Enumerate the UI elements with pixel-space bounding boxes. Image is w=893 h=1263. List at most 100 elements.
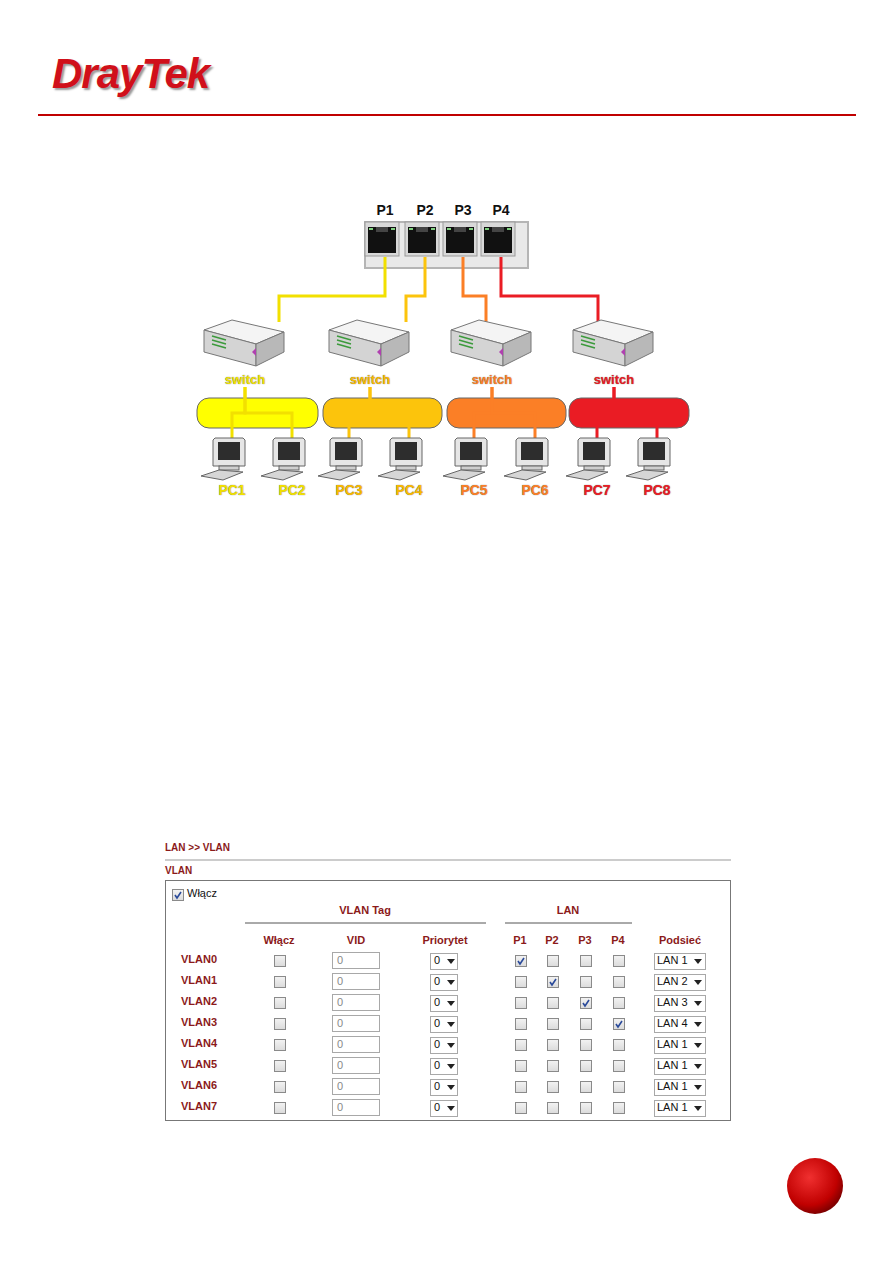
checkbox bbox=[580, 1060, 592, 1072]
pc-base bbox=[644, 466, 664, 470]
pc-icon bbox=[316, 436, 376, 482]
switch-ports bbox=[581, 336, 595, 348]
switch-side bbox=[256, 332, 284, 366]
checkbox bbox=[274, 1018, 286, 1030]
row-label: VLAN1 bbox=[181, 974, 217, 986]
column-header: VID bbox=[347, 934, 365, 946]
priority-value: 0 bbox=[434, 996, 440, 1008]
checkbox bbox=[515, 1018, 527, 1030]
arrow bbox=[447, 959, 455, 964]
ethernet-port bbox=[480, 221, 516, 257]
arrow bbox=[694, 1022, 702, 1027]
switch-node: switch bbox=[443, 316, 541, 387]
dropdown-arrow bbox=[694, 1022, 702, 1028]
tick bbox=[616, 1021, 622, 1027]
pc-monitor bbox=[578, 438, 610, 466]
priority-value: 0 bbox=[434, 954, 440, 966]
pc-label: PC3 bbox=[316, 482, 382, 498]
pc-label: PC2 bbox=[259, 482, 325, 498]
port-clip bbox=[492, 227, 504, 232]
column-header: P1 bbox=[513, 934, 526, 946]
dropdown-arrow bbox=[694, 980, 702, 986]
vid-value: 0 bbox=[337, 1101, 343, 1113]
checkbox bbox=[613, 976, 625, 988]
checkbox bbox=[515, 976, 527, 988]
port-frame bbox=[481, 222, 515, 256]
checkbox bbox=[613, 1102, 625, 1114]
tick bbox=[518, 958, 524, 964]
port-jack bbox=[368, 227, 396, 253]
row-label: VLAN3 bbox=[181, 1016, 217, 1028]
port-label: P3 bbox=[442, 201, 484, 219]
checkbox bbox=[547, 955, 559, 967]
switch-icon bbox=[321, 316, 413, 372]
ethernet-port bbox=[442, 221, 478, 257]
check-mark bbox=[548, 977, 558, 987]
port-led bbox=[431, 228, 435, 230]
pc-screen bbox=[521, 442, 543, 460]
switch-led bbox=[499, 348, 503, 356]
network-cable bbox=[232, 387, 245, 438]
arrow bbox=[694, 1043, 702, 1048]
pc-icon bbox=[502, 436, 562, 482]
priority-value: 0 bbox=[434, 1059, 440, 1071]
switch-icon bbox=[196, 316, 288, 372]
subnet-value: LAN 1 bbox=[657, 1038, 688, 1050]
pc-node: PC4 bbox=[376, 436, 442, 498]
vid-value: 0 bbox=[337, 1080, 343, 1092]
port-jack bbox=[446, 227, 474, 253]
switch-led bbox=[252, 348, 256, 356]
pc-screen bbox=[278, 442, 300, 460]
pc-icon bbox=[624, 436, 684, 482]
pc-node: PC3 bbox=[316, 436, 382, 498]
pc-keyboard bbox=[261, 470, 303, 480]
priority-value: 0 bbox=[434, 1101, 440, 1113]
vid-value: 0 bbox=[337, 996, 343, 1008]
checkbox bbox=[580, 1102, 592, 1114]
checkbox bbox=[515, 1081, 527, 1093]
switch-label: switch bbox=[443, 372, 541, 387]
switch-side bbox=[503, 332, 531, 366]
checkbox bbox=[515, 997, 527, 1009]
pc-node: PC7 bbox=[564, 436, 630, 498]
checkbox bbox=[515, 1039, 527, 1051]
checkbox bbox=[274, 955, 286, 967]
column-header: P3 bbox=[578, 934, 591, 946]
pc-monitor bbox=[330, 438, 362, 466]
switch-node: switch bbox=[321, 316, 419, 387]
pc-base bbox=[336, 466, 356, 470]
checkbox bbox=[515, 1102, 527, 1114]
pc-label: PC1 bbox=[199, 482, 265, 498]
pc-label: PC4 bbox=[376, 482, 442, 498]
network-cable bbox=[501, 257, 598, 322]
pc-node: PC5 bbox=[441, 436, 507, 498]
pc-base bbox=[219, 466, 239, 470]
dropdown-arrow bbox=[694, 1085, 702, 1091]
priority-value: 0 bbox=[434, 1017, 440, 1029]
network-cable bbox=[597, 387, 614, 438]
port-node: P1 bbox=[364, 201, 406, 257]
dropdown-arrow bbox=[447, 1001, 455, 1007]
pc-label: PC6 bbox=[502, 482, 568, 498]
checkbox bbox=[580, 997, 592, 1009]
pc-keyboard bbox=[504, 470, 546, 480]
checkbox bbox=[547, 1039, 559, 1051]
pc-base bbox=[584, 466, 604, 470]
port-node: P3 bbox=[442, 201, 484, 257]
pc-node: PC6 bbox=[502, 436, 568, 498]
pc-icon bbox=[259, 436, 319, 482]
dropdown-arrow bbox=[447, 980, 455, 986]
pc-icon bbox=[564, 436, 624, 482]
checkbox bbox=[274, 1060, 286, 1072]
port-clip bbox=[454, 227, 466, 232]
arrow bbox=[694, 1106, 702, 1111]
check-mark bbox=[516, 956, 526, 966]
breadcrumb: LAN >> VLAN bbox=[165, 842, 230, 853]
checkbox bbox=[580, 1039, 592, 1051]
dropdown-arrow bbox=[447, 1085, 455, 1091]
column-header: P2 bbox=[545, 934, 558, 946]
check-mark bbox=[581, 998, 591, 1008]
subnet-value: LAN 1 bbox=[657, 1080, 688, 1092]
subnet-value: LAN 1 bbox=[657, 954, 688, 966]
pc-monitor bbox=[455, 438, 487, 466]
